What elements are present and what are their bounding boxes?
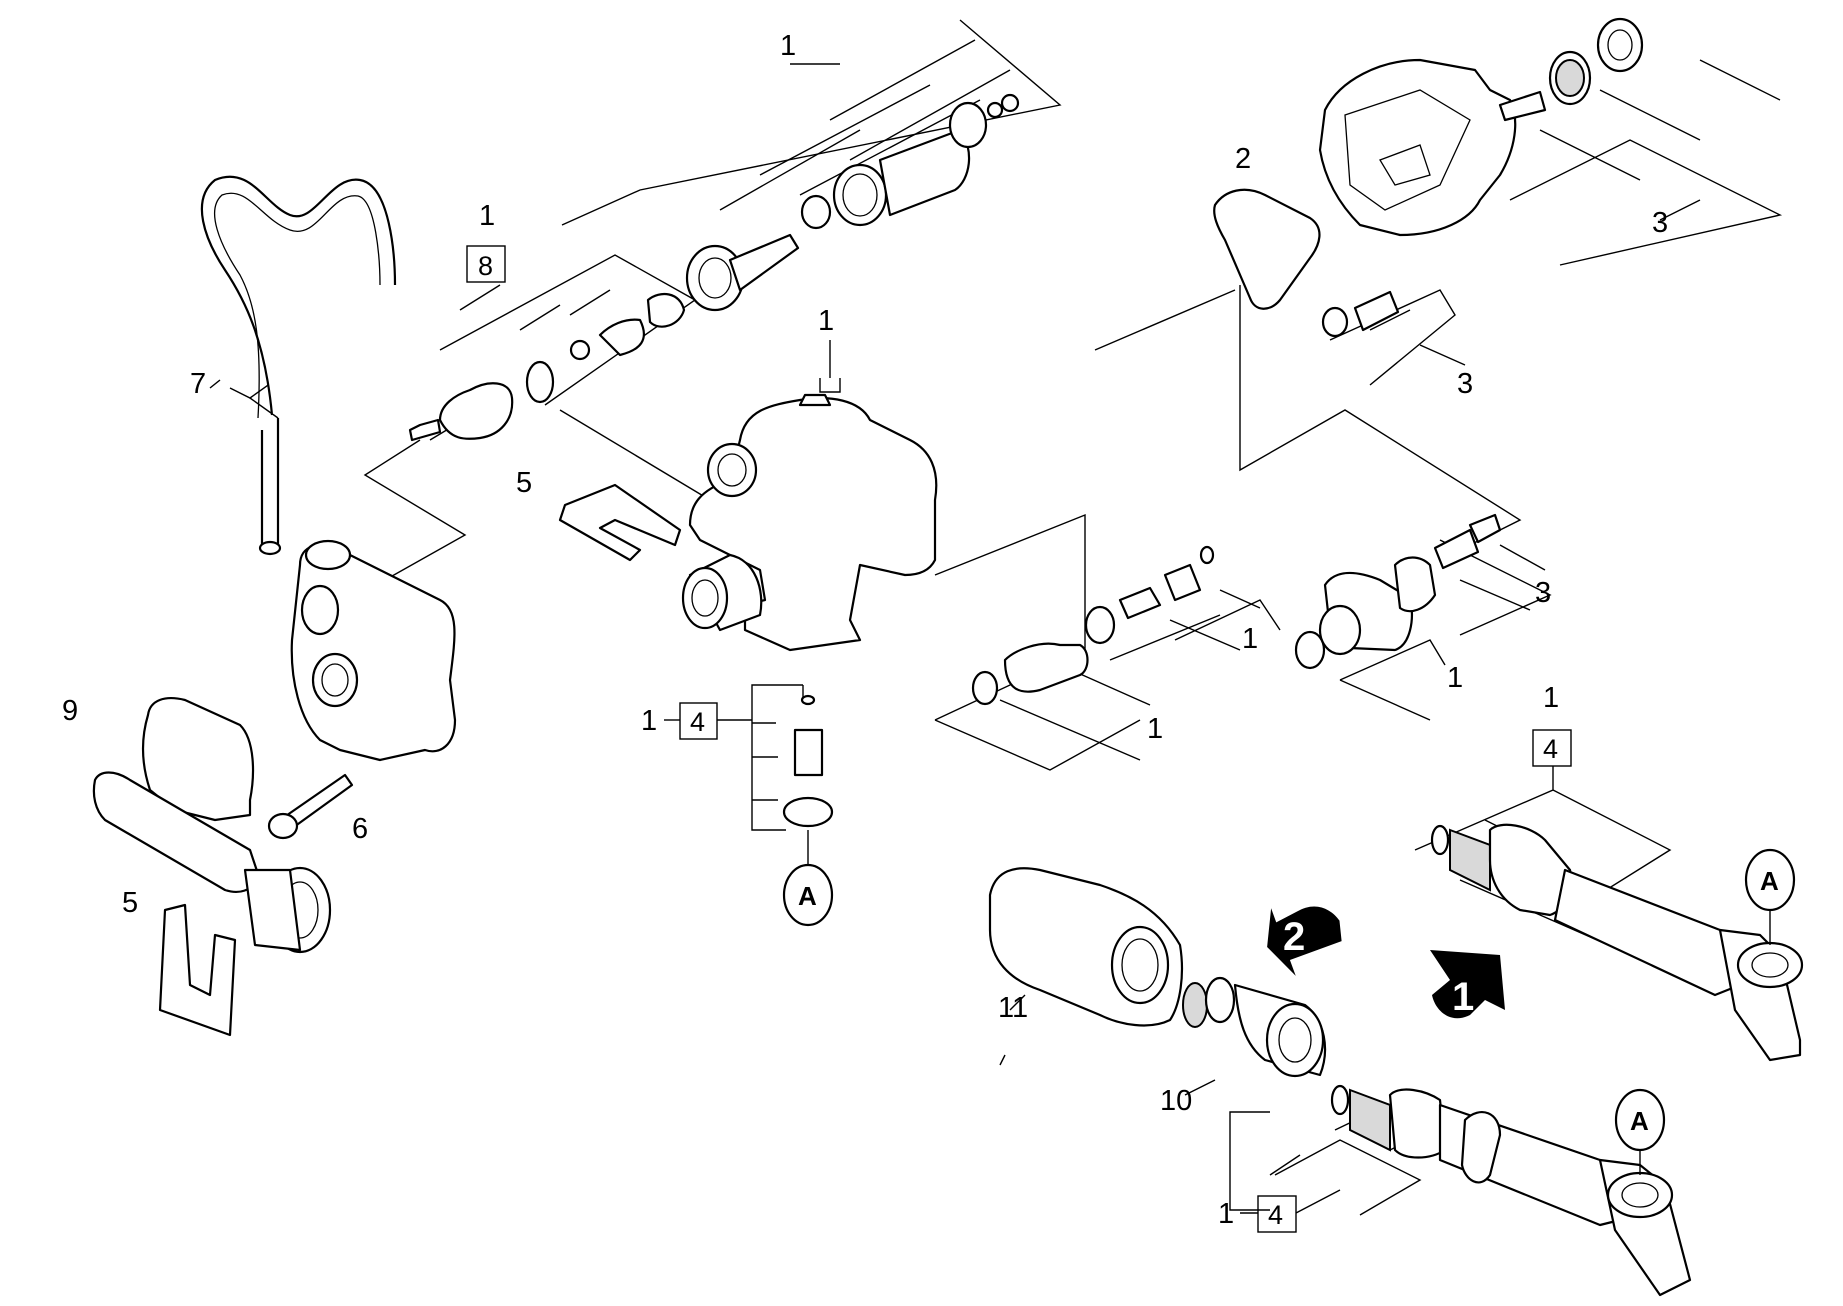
callout-1-pump: 1 [818, 305, 834, 337]
step-arrows: 2 1 [1267, 906, 1505, 1019]
callout-3-mid: 3 [1457, 368, 1473, 400]
parts [92, 17, 1804, 1297]
callout-1-kit4-mid: 1 [641, 705, 657, 737]
callout-7-hose: 7 [190, 368, 206, 400]
box-kit8 [466, 245, 506, 283]
strainer-union-bottom [1388, 1088, 1447, 1159]
callout-1-valve-c: 1 [1147, 713, 1163, 745]
callout-4-box-mid: 4 [690, 707, 705, 737]
box-kit4-right [1532, 729, 1572, 767]
callout-3-right: 3 [1535, 577, 1551, 609]
triangular-seal [1213, 188, 1321, 310]
inlet-nipple [438, 382, 514, 440]
ref-a-center: A [798, 881, 817, 911]
leader-lines [209, 19, 1783, 1216]
callout-9-elbow: 9 [62, 695, 78, 727]
callouts: 1 1 8 1 2 3 3 3 7 5 1 1 1 9 6 5 1 4 1 4 … [62, 30, 1668, 1233]
clip-upper [558, 483, 682, 562]
callout-10-connector: 10 [1160, 1085, 1192, 1117]
callout-3-top: 3 [1652, 207, 1668, 239]
callout-4-box-bottom: 4 [1268, 1200, 1283, 1230]
callout-1-valve-a: 1 [1242, 623, 1258, 655]
valve-insert [793, 728, 824, 777]
callout-11-coupling: 11 [998, 992, 1028, 1024]
callout-5-upper: 5 [516, 467, 532, 499]
callout-5-lower: 5 [122, 887, 138, 919]
callout-4-box-right: 4 [1543, 734, 1558, 764]
callout-1-kit8: 1 [479, 200, 495, 232]
valve-housing [290, 543, 457, 762]
callout-1-kit4-right: 1 [1543, 682, 1559, 714]
pump-cover [1318, 58, 1517, 237]
reference-markers: A A A [782, 848, 1796, 1175]
water-inlet-elbow [141, 697, 255, 822]
callout-8-box: 8 [478, 251, 493, 281]
clip-lower [158, 903, 237, 1037]
box-kit4-mid [679, 702, 718, 740]
step-2-label: 2 [1283, 915, 1305, 959]
callout-2-seal: 2 [1235, 143, 1251, 175]
ref-a-right: A [1760, 866, 1779, 896]
bypass-hose [200, 175, 397, 548]
ref-a-bottom: A [1630, 1106, 1649, 1136]
callout-1-top-kit: 1 [780, 30, 796, 62]
callout-1-kit4-bottom: 1 [1218, 1198, 1234, 1230]
step-2-arrow [1267, 906, 1342, 976]
box-kit4-bottom [1257, 1195, 1297, 1233]
step-1-label: 1 [1452, 975, 1474, 1019]
step-1-arrow [1430, 950, 1505, 1019]
callout-6-screw: 6 [352, 813, 368, 845]
callout-1-valve-b: 1 [1447, 662, 1463, 694]
